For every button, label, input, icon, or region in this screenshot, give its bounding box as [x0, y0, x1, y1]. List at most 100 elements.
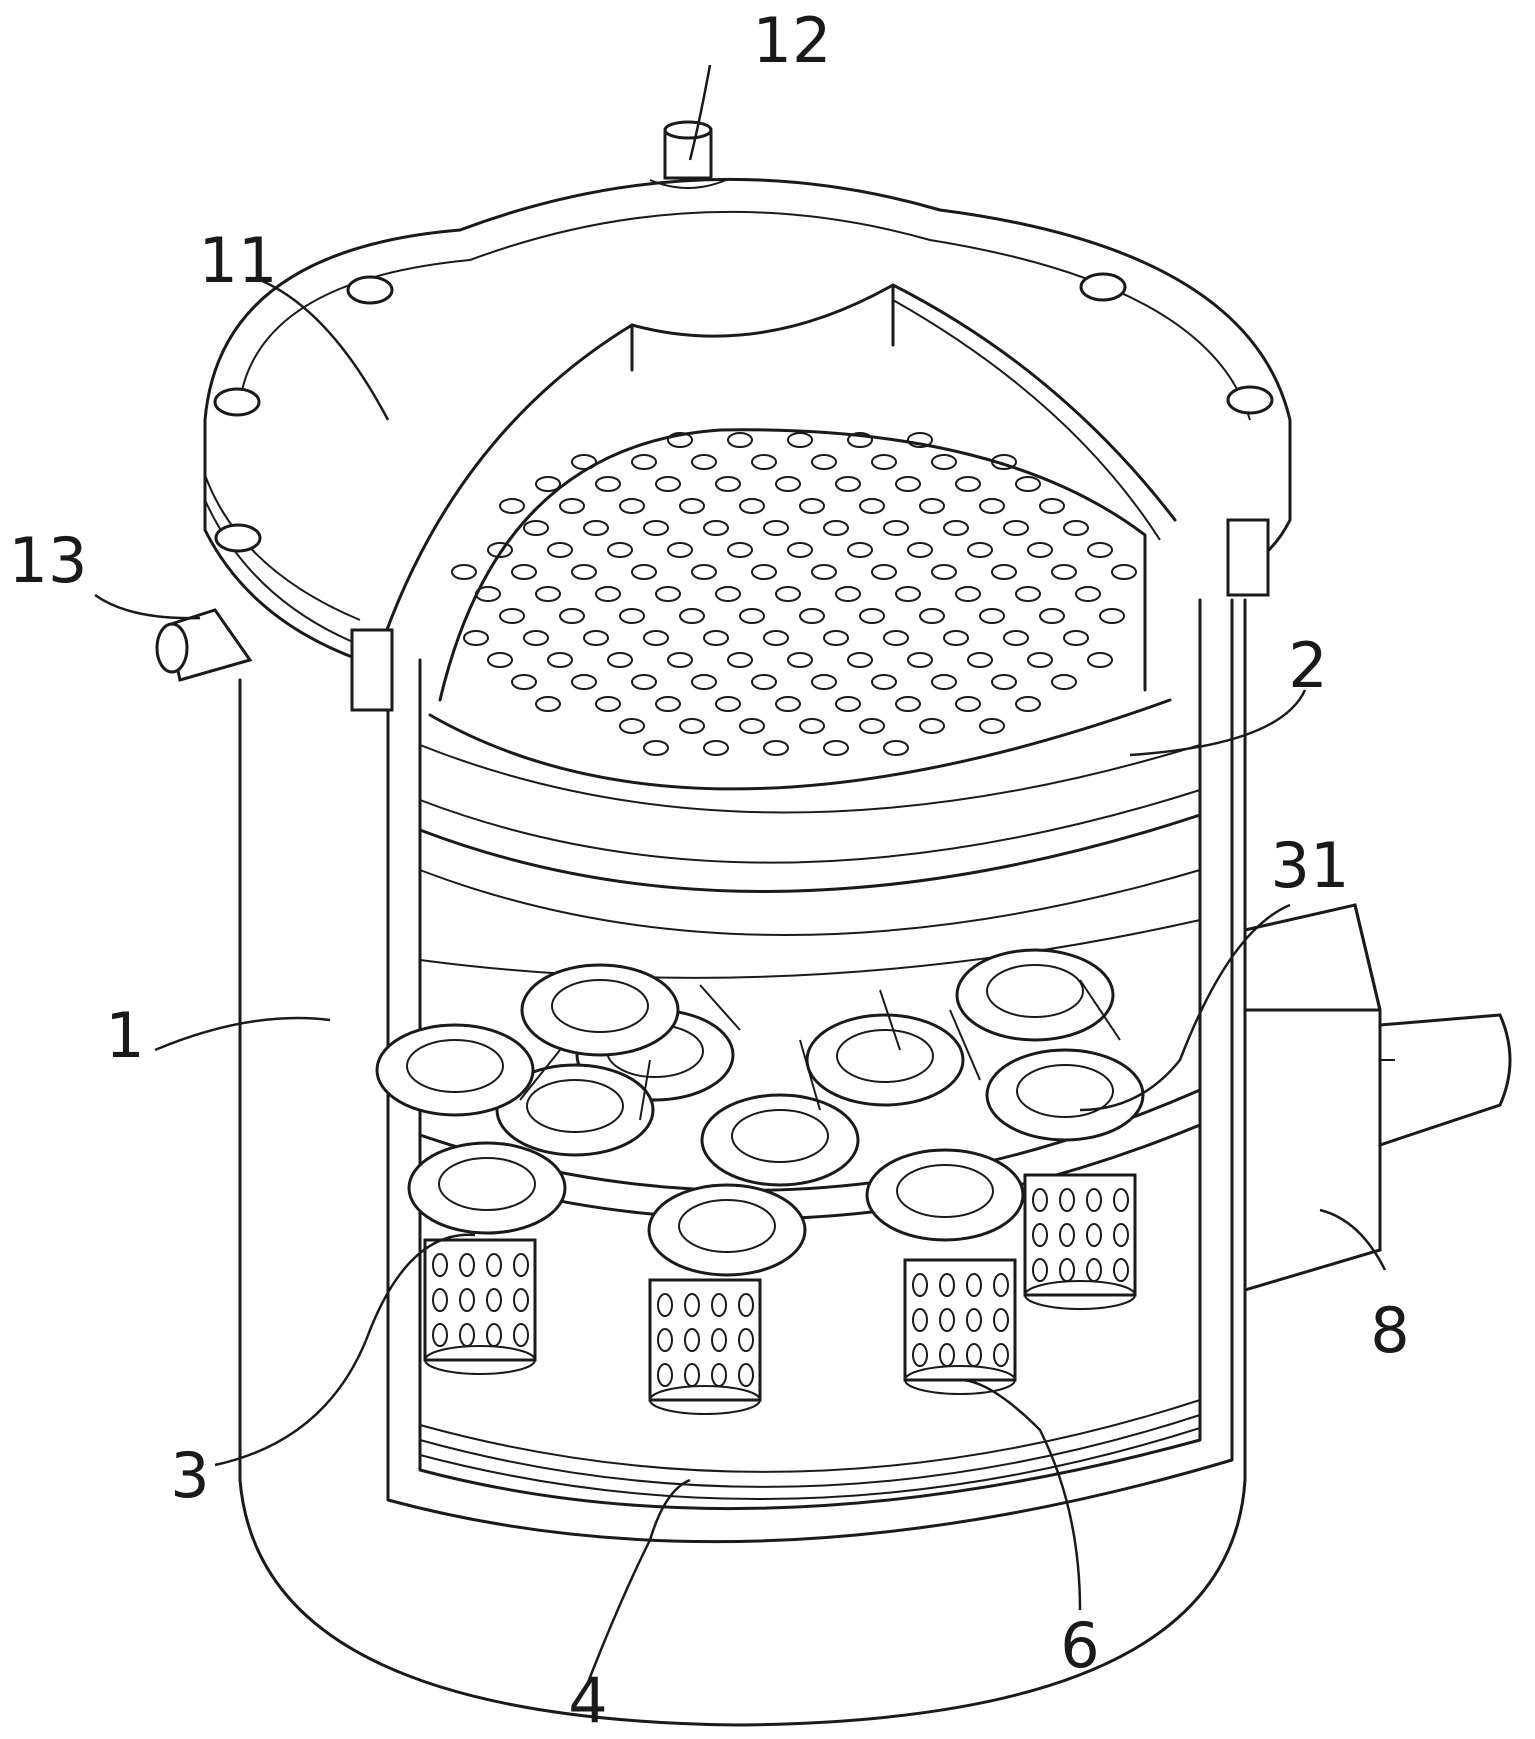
plate-hole [535, 586, 561, 602]
plate-hole [931, 674, 957, 690]
plate-hole [1003, 520, 1029, 536]
plate-hole [895, 476, 921, 492]
label-31: 31 [1271, 829, 1350, 902]
plate-hole [919, 498, 945, 514]
lid [203, 177, 1292, 712]
perforated-tube [1023, 1173, 1137, 1310]
plate-hole [871, 564, 897, 580]
plate-hole [679, 608, 705, 624]
plate-hole [955, 476, 981, 492]
plate-hole [619, 718, 645, 734]
plate-hole [547, 652, 573, 668]
label-8: 8 [1370, 1294, 1409, 1367]
tray-ring-inner [678, 1199, 776, 1253]
plate-hole [907, 432, 933, 448]
plate-hole [1015, 586, 1041, 602]
plate-hole [1063, 520, 1089, 536]
plate-hole [703, 740, 729, 756]
plate-hole [511, 674, 537, 690]
leader-lines [94, 64, 1387, 1691]
tray-ring [647, 1183, 807, 1277]
plate-hole [1087, 542, 1113, 558]
plate-hole [1051, 674, 1077, 690]
plate-hole [547, 542, 573, 558]
plate-hole [1075, 586, 1101, 602]
plate-hole [919, 718, 945, 734]
plate-hole [1063, 630, 1089, 646]
vessel-body [238, 598, 1247, 1727]
tray-ring-inner [1016, 1064, 1114, 1118]
plate-hole [667, 652, 693, 668]
plate-hole [655, 586, 681, 602]
plate-hole [763, 740, 789, 756]
plate-hole [775, 586, 801, 602]
plate-hole [895, 586, 921, 602]
plate-hole [631, 454, 657, 470]
plate-hole [655, 696, 681, 712]
reference-labels: 12 11 13 2 31 1 8 3 6 4 [9, 4, 1410, 1737]
plate-hole [487, 542, 513, 558]
tray-ring-inner [551, 979, 649, 1033]
plate-hole [703, 520, 729, 536]
plate-holes [451, 432, 1137, 756]
plate-hole [1039, 608, 1065, 624]
plate-hole [967, 542, 993, 558]
perforated-tube [903, 1258, 1017, 1395]
plate-hole [751, 674, 777, 690]
perforated-tube [648, 1278, 762, 1415]
plate-hole [955, 586, 981, 602]
plate-hole [559, 608, 585, 624]
plate-hole [991, 454, 1017, 470]
plate-hole [691, 564, 717, 580]
plate-hole [523, 630, 549, 646]
plate-hole [883, 520, 909, 536]
plate-hole [859, 718, 885, 734]
plate-hole [655, 476, 681, 492]
tray-ring [407, 1141, 567, 1235]
plate-hole [571, 674, 597, 690]
plate-hole [463, 630, 489, 646]
label-3: 3 [170, 1439, 209, 1512]
tray-ring [805, 1013, 965, 1107]
plate-hole [799, 608, 825, 624]
lid-bolts [213, 272, 1274, 553]
plate-hole [835, 586, 861, 602]
plate-hole [595, 476, 621, 492]
plate-hole [943, 630, 969, 646]
plate-hole [811, 454, 837, 470]
plate-hole [859, 498, 885, 514]
plate-hole [703, 630, 729, 646]
tray-ring-inner [986, 964, 1084, 1018]
plate-hole [991, 564, 1017, 580]
plate-hole [619, 498, 645, 514]
plate-hole [787, 652, 813, 668]
plate-hole [1027, 542, 1053, 558]
plate-hole [883, 740, 909, 756]
perforated-plate [418, 428, 1202, 936]
plate-hole [979, 608, 1005, 624]
drive-box [1243, 903, 1512, 1293]
plate-hole [907, 542, 933, 558]
plate-hole [1003, 630, 1029, 646]
plate-hole [499, 498, 525, 514]
plate-hole [859, 608, 885, 624]
plate-hole [931, 564, 957, 580]
plate-hole [907, 652, 933, 668]
label-13: 13 [9, 524, 88, 597]
perforated-tube [423, 1238, 537, 1375]
plate-hole [535, 696, 561, 712]
plate-hole [595, 696, 621, 712]
tray-ring [495, 1063, 655, 1157]
plate-hole [667, 432, 693, 448]
plate-hole [835, 476, 861, 492]
plate-hole [871, 454, 897, 470]
plate-hole [751, 454, 777, 470]
tray-ring [375, 1023, 535, 1117]
plate-hole [919, 608, 945, 624]
plate-hole [583, 630, 609, 646]
plate-hole [715, 696, 741, 712]
tray-ring [520, 963, 680, 1057]
plate-hole [811, 564, 837, 580]
plate-hole [691, 674, 717, 690]
